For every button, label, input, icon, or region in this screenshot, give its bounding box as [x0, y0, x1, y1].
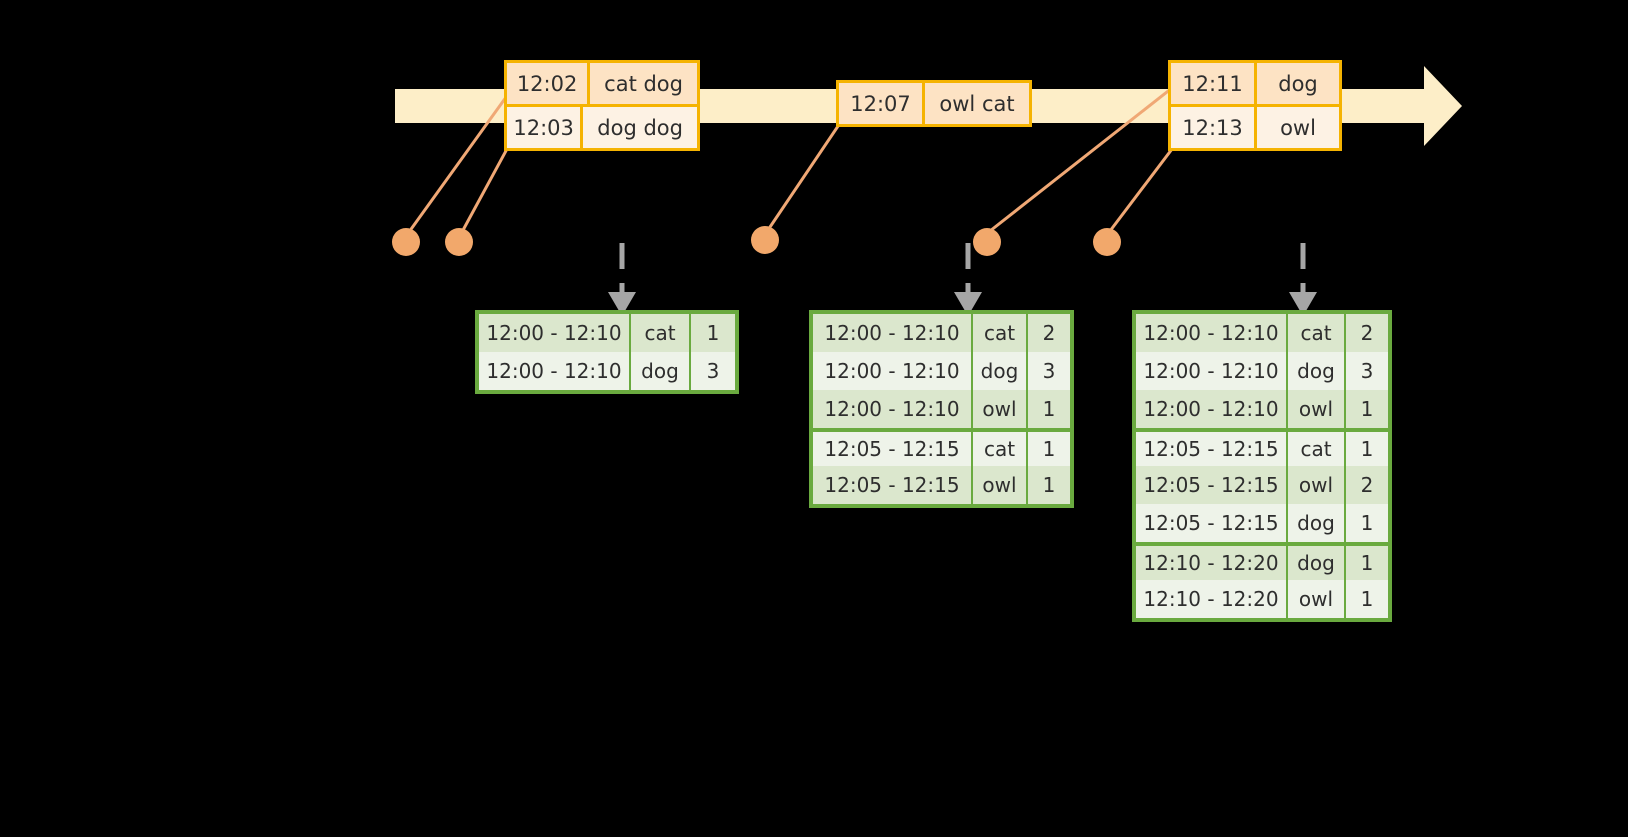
cell-key: cat — [973, 432, 1028, 466]
dot-1203 — [445, 228, 473, 256]
cell-count: 1 — [706, 321, 720, 345]
cell-key: owl — [1288, 466, 1346, 504]
cell-count: 1 — [1360, 397, 1374, 421]
event-row[interactable]: 12:07 owl cat — [839, 83, 1029, 124]
cell-window: 12:00 - 12:10 — [479, 314, 631, 352]
cell-window: 12:05 - 12:15 — [813, 466, 973, 504]
cell-window: 12:00 - 12:10 — [1136, 352, 1288, 390]
cell-window: 12:10 - 12:20 — [1136, 546, 1288, 580]
cell-window: 12:00 - 12:10 — [1136, 314, 1288, 352]
cell-count: 1 — [1042, 397, 1056, 421]
cell-count: 3 — [706, 359, 720, 383]
cell-count: 1 — [1360, 551, 1374, 575]
cell-key: cat — [631, 314, 691, 352]
emit-arrow-3 — [1289, 243, 1317, 316]
cell-count: 2 — [1360, 321, 1374, 345]
cell-key: cat — [973, 314, 1028, 352]
cell-key: cat — [1288, 314, 1346, 352]
cell-window: 12:00 - 12:10 — [813, 352, 973, 390]
event-time: 12:02 — [507, 63, 591, 104]
cell-window: 12:00 - 12:10 — [479, 352, 631, 390]
emit-arrows — [608, 243, 1317, 316]
event-payload: owl — [1280, 115, 1316, 140]
cell-key: dog — [631, 352, 691, 390]
cell-key: owl — [973, 466, 1028, 504]
cell-window: 12:05 - 12:15 — [1136, 466, 1288, 504]
cell-window: 12:00 - 12:10 — [1136, 390, 1288, 428]
cell-key: owl — [1288, 390, 1346, 428]
cell-count: 2 — [1042, 321, 1056, 345]
event-row[interactable]: 12:11 dog — [1171, 63, 1339, 104]
cell-key: owl — [973, 390, 1028, 428]
cell-window: 12:05 - 12:15 — [1136, 504, 1288, 542]
cell-count: 1 — [1042, 437, 1056, 461]
cell-count: 1 — [1042, 473, 1056, 497]
dot-1213 — [1093, 228, 1121, 256]
event-time: 12:13 — [1171, 107, 1257, 148]
event-payload: owl cat — [939, 91, 1015, 116]
event-row[interactable]: 12:02 cat dog — [507, 63, 697, 104]
cell-key: dog — [1288, 504, 1346, 542]
event-group-1[interactable]: 12:02 cat dog 12:03 dog dog — [504, 60, 700, 151]
event-row[interactable]: 12:13 owl — [1171, 104, 1339, 148]
dot-1207 — [751, 226, 779, 254]
event-dots — [392, 226, 1121, 256]
event-group-2[interactable]: 12:07 owl cat — [836, 80, 1032, 127]
event-payload: cat dog — [604, 71, 683, 96]
event-row[interactable]: 12:03 dog dog — [507, 104, 697, 148]
emit-arrow-2 — [954, 243, 982, 316]
cell-key: dog — [1288, 352, 1346, 390]
cell-count: 1 — [1360, 511, 1374, 535]
cell-key: dog — [973, 352, 1028, 390]
cell-window: 12:10 - 12:20 — [1136, 580, 1288, 618]
cell-count: 3 — [1360, 359, 1374, 383]
event-payload: dog dog — [597, 115, 683, 140]
event-time: 12:03 — [507, 107, 584, 148]
dot-1202 — [392, 228, 420, 256]
cell-count: 3 — [1042, 359, 1056, 383]
cell-key: cat — [1288, 432, 1346, 466]
dot-1211 — [973, 228, 1001, 256]
cell-key: dog — [1288, 546, 1346, 580]
event-time: 12:07 — [839, 83, 925, 124]
emit-arrow-1 — [608, 243, 636, 316]
cell-window: 12:05 - 12:15 — [813, 432, 973, 466]
cell-count: 1 — [1360, 587, 1374, 611]
event-time: 12:11 — [1171, 63, 1257, 104]
cell-count: 2 — [1360, 473, 1374, 497]
cell-window: 12:00 - 12:10 — [813, 390, 973, 428]
cell-window: 12:05 - 12:15 — [1136, 432, 1288, 466]
event-payload: dog — [1278, 71, 1318, 96]
event-group-3[interactable]: 12:11 dog 12:13 owl — [1168, 60, 1342, 151]
cell-window: 12:00 - 12:10 — [813, 314, 973, 352]
cell-key: owl — [1288, 580, 1346, 618]
cell-count: 1 — [1360, 437, 1374, 461]
